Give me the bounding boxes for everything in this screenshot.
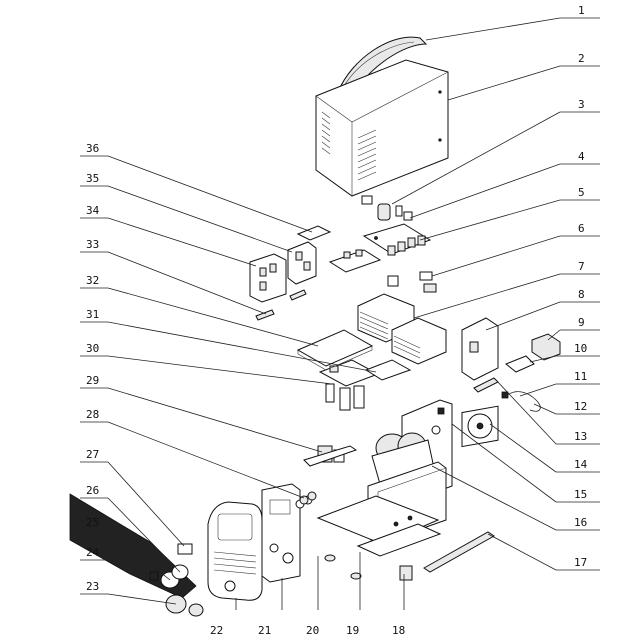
callout-15: 15 <box>574 488 587 501</box>
leader-line <box>451 423 557 503</box>
leader-line <box>409 163 561 219</box>
callout-28: 28 <box>86 408 99 421</box>
callout-25: 25 <box>86 516 99 529</box>
part-cable <box>501 391 541 412</box>
callout-19: 19 <box>346 624 359 637</box>
part-support-bar <box>423 531 495 573</box>
part-capacitor <box>505 333 561 373</box>
callout-17: 17 <box>574 556 587 569</box>
callout-35: 35 <box>86 172 99 185</box>
part-control-board <box>362 223 432 256</box>
leader-line <box>431 465 557 531</box>
part-front-bezel <box>207 501 263 601</box>
callout-10: 10 <box>574 342 587 355</box>
part-label-plate <box>177 543 193 555</box>
leader-lines <box>80 17 600 610</box>
callout-21: 21 <box>258 624 271 637</box>
part-foot <box>324 554 362 580</box>
callout-8: 8 <box>578 288 585 301</box>
part-bottom-plate <box>316 495 442 557</box>
leader-line <box>107 529 171 581</box>
leader-line <box>107 217 257 267</box>
part-small-board <box>364 359 412 381</box>
callout-13: 13 <box>574 430 587 443</box>
callout-11: 11 <box>574 370 587 383</box>
callout-26: 26 <box>86 484 99 497</box>
part-transformer <box>371 432 435 485</box>
leader-line <box>447 65 561 101</box>
callout-14: 14 <box>574 458 588 471</box>
part-driver-board <box>296 225 399 287</box>
callout-7: 7 <box>578 260 585 273</box>
callout-32: 32 <box>86 274 99 287</box>
part-fan <box>461 405 499 448</box>
callout-34: 34 <box>86 204 100 217</box>
leader-line <box>431 235 561 277</box>
callout-labels: 1 2 3 4 5 6 7 8 9 10 11 12 13 14 15 16 1… <box>86 4 588 637</box>
leader-line <box>391 111 561 205</box>
part-inductor <box>303 445 358 467</box>
callout-1: 1 <box>578 4 585 17</box>
leader-line <box>107 387 323 453</box>
part-connector <box>419 271 437 293</box>
leader-line <box>413 273 561 319</box>
part-small-parts <box>255 289 307 321</box>
callout-4: 4 <box>578 150 585 163</box>
callout-5: 5 <box>578 186 585 199</box>
leader-line <box>547 329 561 341</box>
leader-line <box>519 383 557 397</box>
part-main-board <box>318 359 380 411</box>
leader-line <box>485 301 561 331</box>
part-heat-sink-lower <box>391 317 447 365</box>
part-housing-cover <box>315 59 449 197</box>
leader-line <box>489 423 557 473</box>
callout-27: 27 <box>86 448 99 461</box>
callout-23: 23 <box>86 580 99 593</box>
leader-line <box>107 593 177 605</box>
callout-12: 12 <box>574 400 587 413</box>
callout-6: 6 <box>578 222 585 235</box>
leader-line <box>107 287 319 347</box>
callout-20: 20 <box>306 624 319 637</box>
part-igbt-bracket <box>249 241 317 303</box>
leader-line <box>107 321 377 373</box>
leader-line <box>495 379 557 445</box>
leader-line <box>107 185 293 253</box>
part-bus-bar <box>473 377 499 393</box>
leader-line <box>107 461 185 547</box>
leader-line <box>425 17 561 41</box>
part-knob <box>299 491 317 505</box>
callout-33: 33 <box>86 238 99 251</box>
callout-30: 30 <box>86 342 99 355</box>
leader-line <box>533 403 557 415</box>
callout-2: 2 <box>578 52 585 65</box>
part-bracket <box>461 317 499 381</box>
callout-3: 3 <box>578 98 585 111</box>
callout-36: 36 <box>86 142 99 155</box>
leader-line <box>419 199 561 241</box>
callout-31: 31 <box>86 308 99 321</box>
callout-16: 16 <box>574 516 587 529</box>
leader-line <box>107 251 267 315</box>
leader-line <box>107 355 333 385</box>
callout-24: 24 <box>86 546 100 559</box>
callout-9: 9 <box>578 316 585 329</box>
leader-line <box>107 559 153 577</box>
part-small-block <box>399 565 413 581</box>
leader-line <box>107 497 181 573</box>
callout-22: 22 <box>210 624 223 637</box>
leader-line <box>529 355 557 363</box>
part-clip <box>361 195 413 221</box>
leader-line <box>107 155 313 233</box>
callout-29: 29 <box>86 374 99 387</box>
leader-line <box>107 421 305 499</box>
leader-line <box>487 533 557 571</box>
callout-18: 18 <box>392 624 405 637</box>
